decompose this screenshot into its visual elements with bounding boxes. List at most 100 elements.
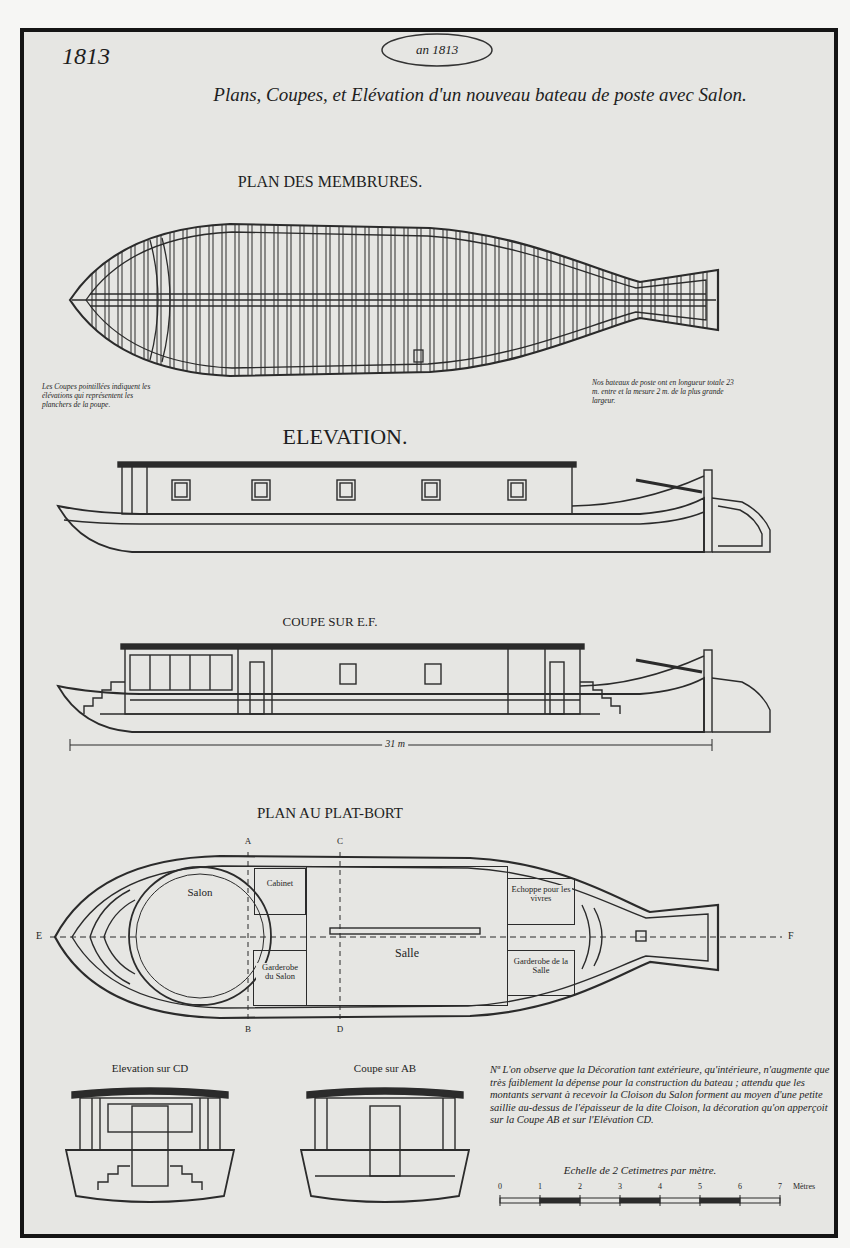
long-section-stroke <box>84 682 125 714</box>
end-elevation-stroke <box>99 1098 100 1150</box>
side-elevation-stroke <box>118 462 576 467</box>
end-elevation-stroke <box>132 1106 168 1186</box>
side-elevation-stroke <box>255 483 267 497</box>
side-elevation-stroke <box>337 480 355 500</box>
side-elevation-stroke <box>252 480 270 500</box>
room-name: Cabinet <box>266 879 294 888</box>
drawing-label: C <box>337 836 343 847</box>
frames-plan-stroke <box>150 240 158 360</box>
scale-bar-stroke <box>660 1195 661 1206</box>
side-elevation-stroke <box>704 470 712 552</box>
deck-plan-stroke <box>636 931 646 941</box>
deck-plan-stroke <box>248 852 249 1020</box>
drawing-label: Echelle de 2 Cetimetres par mètre. <box>564 1164 717 1177</box>
end-elevation-stroke <box>207 1098 208 1150</box>
deck-plan-stroke <box>330 928 480 934</box>
room-name: Garderobe du Salon <box>256 963 304 982</box>
long-section-stroke <box>130 699 580 700</box>
room-name: Salon <box>186 886 213 898</box>
room-box: Cabinet <box>254 868 306 915</box>
drawing-label: 1 <box>538 1182 542 1192</box>
drawing-label: ELEVATION. <box>283 424 408 450</box>
side-elevation-stroke <box>422 480 440 500</box>
drawing-label: 5 <box>698 1182 702 1192</box>
drawing-label: Les Coupes pointillées indiquent les élé… <box>42 382 154 409</box>
side-elevation-stroke <box>131 466 132 514</box>
deck-plan-stroke <box>90 890 130 937</box>
deck-plan-stroke <box>50 937 782 938</box>
salon-wall <box>129 867 271 1005</box>
end-elevation-stroke <box>91 1098 92 1150</box>
side-elevation-stroke <box>146 466 147 514</box>
side-elevation-stroke <box>718 506 762 546</box>
long-section-stroke <box>58 678 704 732</box>
frames-plan-stroke <box>72 299 716 301</box>
long-section-stroke <box>130 655 232 690</box>
scale-bar-stroke <box>700 1195 701 1206</box>
frames-plan <box>70 215 718 385</box>
scale-bar <box>500 1195 780 1206</box>
long-section-stroke <box>340 664 356 684</box>
drawing-label: F <box>788 930 794 942</box>
scale-bar-stroke <box>620 1198 660 1203</box>
room-box: Garderobe de la Salle <box>507 950 575 996</box>
scale-bar-stroke <box>540 1198 580 1203</box>
end-elevation <box>66 1088 234 1202</box>
room-box: Salle <box>306 866 508 1006</box>
drawing-label: 6 <box>738 1182 742 1192</box>
long-section-stroke <box>169 655 170 690</box>
frames-plan-stroke <box>70 224 718 376</box>
cross-section-stroke <box>301 1150 469 1202</box>
side-elevation-stroke <box>175 483 187 497</box>
scale-bar-stroke <box>500 1198 540 1203</box>
drawing-label: E <box>36 930 42 942</box>
scale-bar-stroke <box>740 1198 780 1203</box>
side-elevation-stroke <box>122 466 572 514</box>
drawing-label: 2 <box>578 1182 582 1192</box>
drawing-label: 31 m <box>382 738 408 750</box>
drawing-label: Elevation sur CD <box>112 1062 188 1075</box>
long-section-stroke <box>237 648 238 714</box>
long-section-stroke <box>636 660 702 672</box>
cross-section-stroke <box>307 1088 463 1098</box>
salon-room: Salon <box>128 866 272 1006</box>
scale-bar-stroke <box>780 1195 781 1206</box>
end-elevation-stroke <box>66 1150 234 1202</box>
scale-bar-stroke <box>500 1195 501 1206</box>
room-name: Echoppe pour les vivres <box>510 885 572 904</box>
room-box: Garderobe du Salon <box>253 950 307 1006</box>
drawing-label: 4 <box>658 1182 662 1192</box>
long-section-stroke <box>121 644 584 649</box>
drawing-label: Nª L'on observe que la Décoration tant e… <box>490 1064 830 1127</box>
drawing-label: 0 <box>498 1182 502 1192</box>
room-box: Echoppe pour les vivres <box>507 878 575 925</box>
scale-bar-stroke <box>660 1198 700 1203</box>
drawing-label: Nos bateaux de poste ont en longueur tot… <box>592 378 742 405</box>
drawing-label: 7 <box>778 1182 782 1192</box>
drawing-label: 3 <box>618 1182 622 1192</box>
end-elevation-stroke <box>170 1166 202 1190</box>
drawing-label: Mètres <box>793 1182 815 1192</box>
date-oval <box>382 34 492 66</box>
cross-section-stroke <box>315 1175 455 1176</box>
long-section-stroke <box>250 662 264 714</box>
side-elevation-stroke <box>572 476 704 506</box>
frames-plan-stroke <box>90 305 706 306</box>
end-elevation-stroke <box>199 1098 200 1150</box>
long-section-stroke <box>425 664 441 684</box>
drawing-label: 1813 <box>62 42 110 71</box>
drawing-label: D <box>337 1024 344 1035</box>
scale-bar-stroke <box>580 1198 620 1203</box>
drawing-label: PLAN DES MEMBRURES. <box>238 172 422 191</box>
deck-plan-stroke <box>90 937 130 984</box>
long-section-stroke <box>149 655 150 690</box>
drawing-label: B <box>245 1024 251 1035</box>
long-section-stroke <box>712 678 770 732</box>
long-section-stroke <box>704 650 712 732</box>
cross-section-stroke <box>370 1106 400 1176</box>
long-section-stroke <box>550 662 564 714</box>
scale-bar-stroke <box>540 1195 541 1206</box>
long-section-stroke <box>125 648 580 714</box>
long-section-stroke <box>189 655 190 690</box>
